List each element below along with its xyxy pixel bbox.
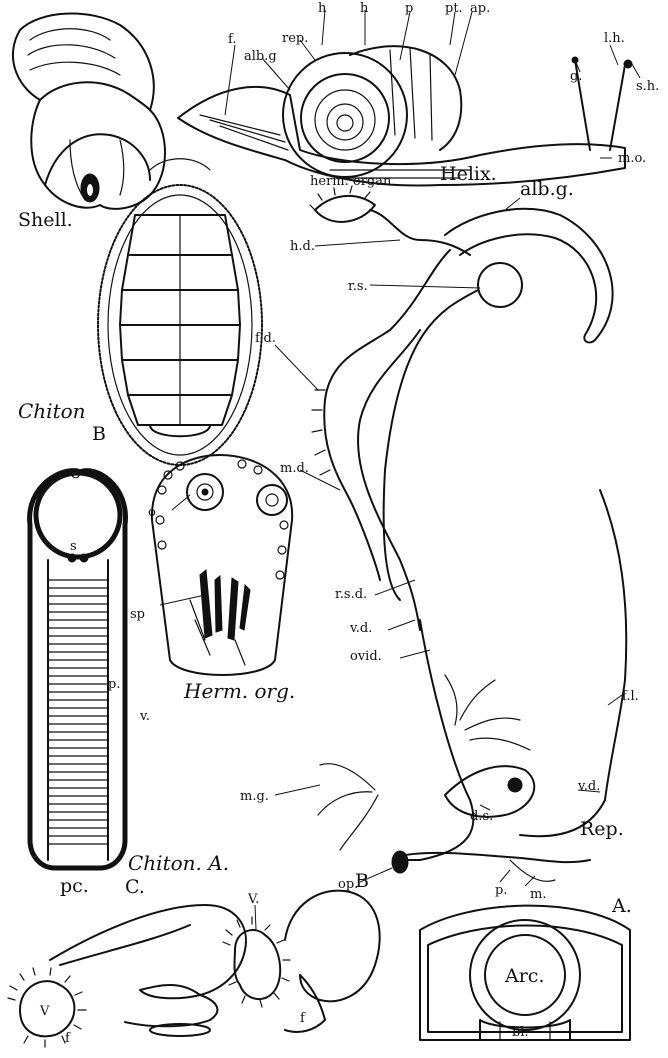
larva-c-label-f: f <box>65 1031 71 1046</box>
repro-label-fd: f.d. <box>255 331 276 346</box>
larva-b-label-f: f <box>300 1011 306 1026</box>
helix-caption: Helix. <box>440 163 497 185</box>
helix-label-rep: rep. <box>282 31 308 46</box>
repro-label-vd: v.d. <box>349 621 372 636</box>
larva-a-letter: A. <box>611 895 632 917</box>
repro-figure: herm. organ alb.g. h.d. r.s. f.d. m.d. r… <box>240 174 639 902</box>
repro-label-hd: h.d. <box>290 239 315 254</box>
helix-label-p: p <box>405 1 413 16</box>
helix-figure: h h p pt. ap. rep. alb.g f. g. l.h. s.h.… <box>178 1 659 186</box>
larva-c-label-v: V <box>39 1004 50 1019</box>
chiton-a-label-pc: pc. <box>60 875 89 897</box>
helix-label-albg: alb.g <box>244 49 277 64</box>
repro-label-herm-organ: herm. organ <box>310 174 392 189</box>
repro-label-vd2: v.d. <box>577 779 600 794</box>
chiton-b-caption: Chiton <box>18 399 86 423</box>
helix-label-h2: h <box>360 1 369 16</box>
helix-label-g: g. <box>570 69 582 84</box>
chiton-a-caption: Chiton. A. <box>128 851 229 875</box>
larva-b-label-v: V. <box>247 892 259 907</box>
chiton-b-letter: B <box>92 423 106 445</box>
shell-caption: Shell. <box>18 209 73 231</box>
repro-caption: Rep. <box>580 818 624 840</box>
chiton-a-label-s: s <box>70 539 77 554</box>
larva-c-letter: C. <box>125 876 145 898</box>
helix-label-pt: pt. <box>445 1 463 16</box>
chiton-a-label-v: v. <box>139 709 150 724</box>
repro-label-rsd: r.s.d. <box>335 587 367 602</box>
herm-org-label-o: o <box>148 505 156 520</box>
herm-org-label-sp: sp <box>130 607 145 622</box>
herm-org-figure: o sp Herm. org. <box>130 455 295 703</box>
helix-label-sh: s.h. <box>636 79 659 94</box>
helix-label-h1: h <box>318 1 327 16</box>
helix-label-mo: m.o. <box>618 151 646 166</box>
larva-c-figure: C. V f <box>8 876 246 1047</box>
helix-label-lh: l.h. <box>604 31 625 46</box>
larva-b-letter: B <box>355 870 369 892</box>
repro-label-ds: d.s. <box>470 809 493 824</box>
repro-label-albg: alb.g. <box>520 178 574 200</box>
herm-org-caption: Herm. org. <box>183 679 295 703</box>
repro-label-m: m. <box>530 887 546 902</box>
larva-a-figure: A. Arc. bl. <box>420 895 632 1040</box>
larva-a-label-bl: bl. <box>512 1025 529 1040</box>
chiton-b-figure: Chiton B <box>18 159 262 465</box>
repro-label-md: m.d. <box>280 461 309 476</box>
chiton-a-label-p: p. <box>108 677 120 692</box>
chiton-a-label-c: c <box>70 461 81 483</box>
helix-label-ap: ap. <box>470 1 490 16</box>
shell-figure: Shell. <box>13 14 165 231</box>
repro-label-mg: m.g. <box>240 789 269 804</box>
larva-a-label-arc: Arc. <box>504 965 544 987</box>
repro-label-fl: f.l. <box>622 689 639 704</box>
repro-label-rs: r.s. <box>348 279 368 294</box>
larva-b-figure: B V. f <box>223 870 380 1032</box>
repro-label-p: p. <box>495 883 507 898</box>
repro-label-ovid: ovid. <box>350 649 382 664</box>
helix-label-f: f. <box>228 32 236 47</box>
chiton-a-commissures <box>48 580 108 844</box>
